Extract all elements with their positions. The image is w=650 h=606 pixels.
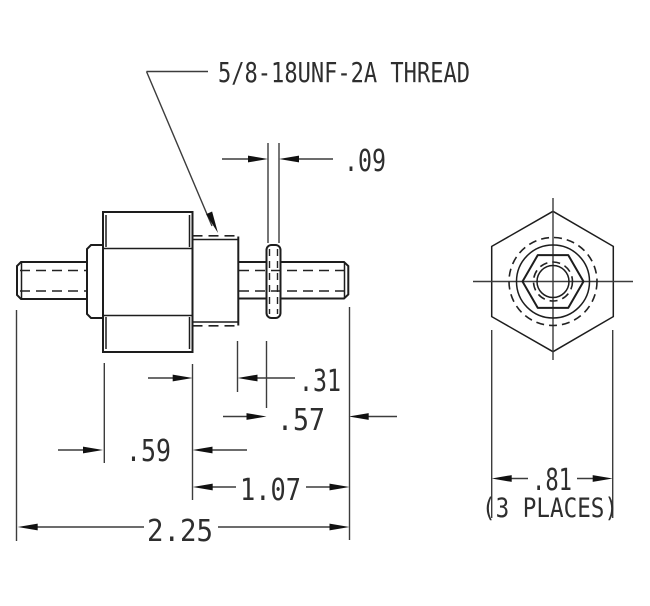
dim-text-31: .31 (299, 364, 341, 399)
arrowhead (246, 413, 267, 420)
side-view (16, 211, 350, 353)
dim-text-09: .09 (344, 144, 386, 179)
dimension-stud-to-end: .57 (223, 341, 397, 438)
arrowhead (248, 155, 268, 163)
arrowhead (279, 155, 299, 163)
right-stud-outline (280, 261, 350, 300)
arrowhead (17, 523, 38, 531)
dim-text-107: 1.07 (240, 473, 301, 508)
dim-text-57: .57 (277, 403, 325, 438)
flange-circle (515, 244, 591, 319)
front-view (473, 198, 633, 360)
dimension-overall-length: 2.25 (17, 514, 350, 549)
hex-body-outline (102, 211, 194, 353)
thread-label: 5/8-18UNF-2A THREAD (218, 56, 470, 89)
arrowhead (192, 483, 213, 491)
thread-callout: 5/8-18UNF-2A THREAD (145, 56, 470, 233)
places-note: (3 PLACES) (482, 493, 618, 524)
dim-text-81: .81 (532, 463, 572, 498)
dimension-hex-length: .59 (58, 363, 247, 469)
right-flange-outline (265, 244, 282, 319)
arrowhead (329, 523, 350, 531)
stud-thread-circle (532, 261, 574, 302)
arrowhead (491, 475, 512, 482)
arrowhead (192, 446, 213, 454)
arrowhead (83, 446, 103, 454)
arrowhead (237, 374, 258, 382)
arrowhead (172, 374, 193, 382)
dimension-flange-width: .09 (222, 143, 386, 243)
arrowhead (592, 475, 613, 482)
arrowhead (329, 483, 350, 491)
arrowhead (348, 413, 369, 420)
leader-diagonal (145, 71, 213, 227)
leader-arrowhead (206, 211, 218, 233)
dim-text-225: 2.25 (147, 514, 213, 549)
thread-major-circle (508, 236, 598, 327)
dim-text-59: .59 (126, 434, 171, 469)
dimension-hex-to-end: 1.07 (192, 473, 350, 508)
inner-hex-profile (521, 254, 585, 309)
dimension-across-flats: .81 (3 PLACES) (482, 330, 618, 524)
left-stud-outline (16, 261, 88, 300)
dimension-thread-length: .31 (148, 341, 341, 399)
left-flange-outline (86, 244, 104, 319)
stud-circle (536, 264, 570, 299)
